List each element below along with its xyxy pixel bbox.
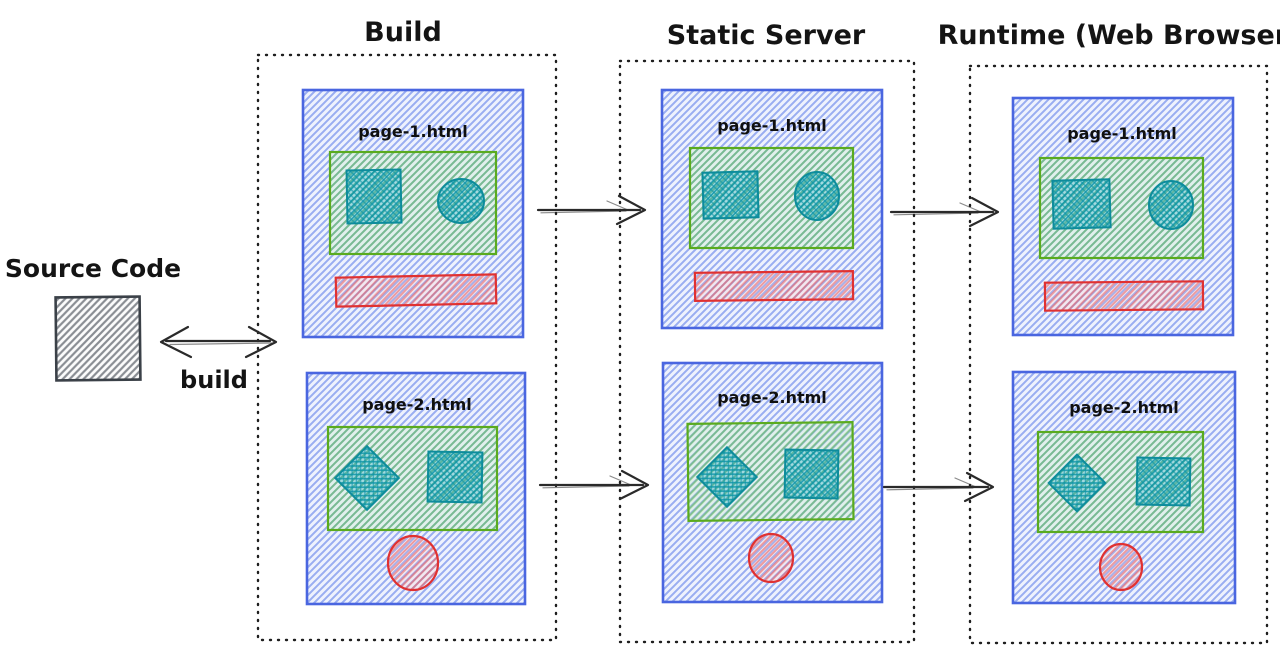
red-circle-shape [1098,542,1144,592]
column-title-runtime: Runtime (Web Browser) [938,20,1280,51]
arrow-static-to-runtime-top [889,196,1000,228]
build-arrow-label: build [180,366,248,394]
teal-square-shape [426,450,484,504]
page-card-runtime-2: page-2.html [1011,370,1237,605]
static-server-column-frame [618,59,916,644]
teal-square-shape [701,170,760,220]
red-bar-shape [1043,280,1205,312]
red-bar-shape [334,273,498,308]
teal-circle-shape [794,171,840,221]
page-title: page-1.html [717,116,827,135]
teal-diamond-shape [333,444,401,512]
teal-square-shape [1135,456,1192,507]
arrow-build-to-static-top [536,194,647,226]
teal-square-shape [345,168,403,225]
build-double-arrow [159,325,278,359]
page-title: page-2.html [362,395,472,414]
page-card-build-1: page-1.html [301,88,525,339]
teal-square-shape [783,448,840,500]
column-title-build: Build [364,17,442,48]
column-title-static-server: Static Server [667,20,866,51]
teal-diamond-shape [1047,453,1107,513]
red-circle-shape [747,532,795,584]
red-bar-shape [693,270,855,302]
page-title: page-1.html [358,122,468,141]
page-card-static-1: page-1.html [660,88,884,330]
teal-diamond-shape [695,445,759,509]
build-column-frame [256,53,558,642]
arrow-static-to-runtime-bottom [882,471,995,503]
source-code-label: Source Code [5,254,181,283]
runtime-column-frame [968,64,1269,645]
page-card-build-2: page-2.html [305,371,527,606]
source-code-box [54,295,142,382]
red-circle-shape [386,534,440,592]
teal-square-shape [1051,178,1112,230]
arrow-build-to-static-bottom [538,469,650,501]
teal-circle-shape [1148,180,1194,230]
page-title: page-1.html [1067,124,1177,143]
page-title: page-2.html [1069,398,1179,417]
teal-circle-shape [437,178,485,224]
page-card-static-2: page-2.html [661,361,884,604]
page-title: page-2.html [717,388,827,407]
page-card-runtime-1: page-1.html [1011,96,1235,337]
